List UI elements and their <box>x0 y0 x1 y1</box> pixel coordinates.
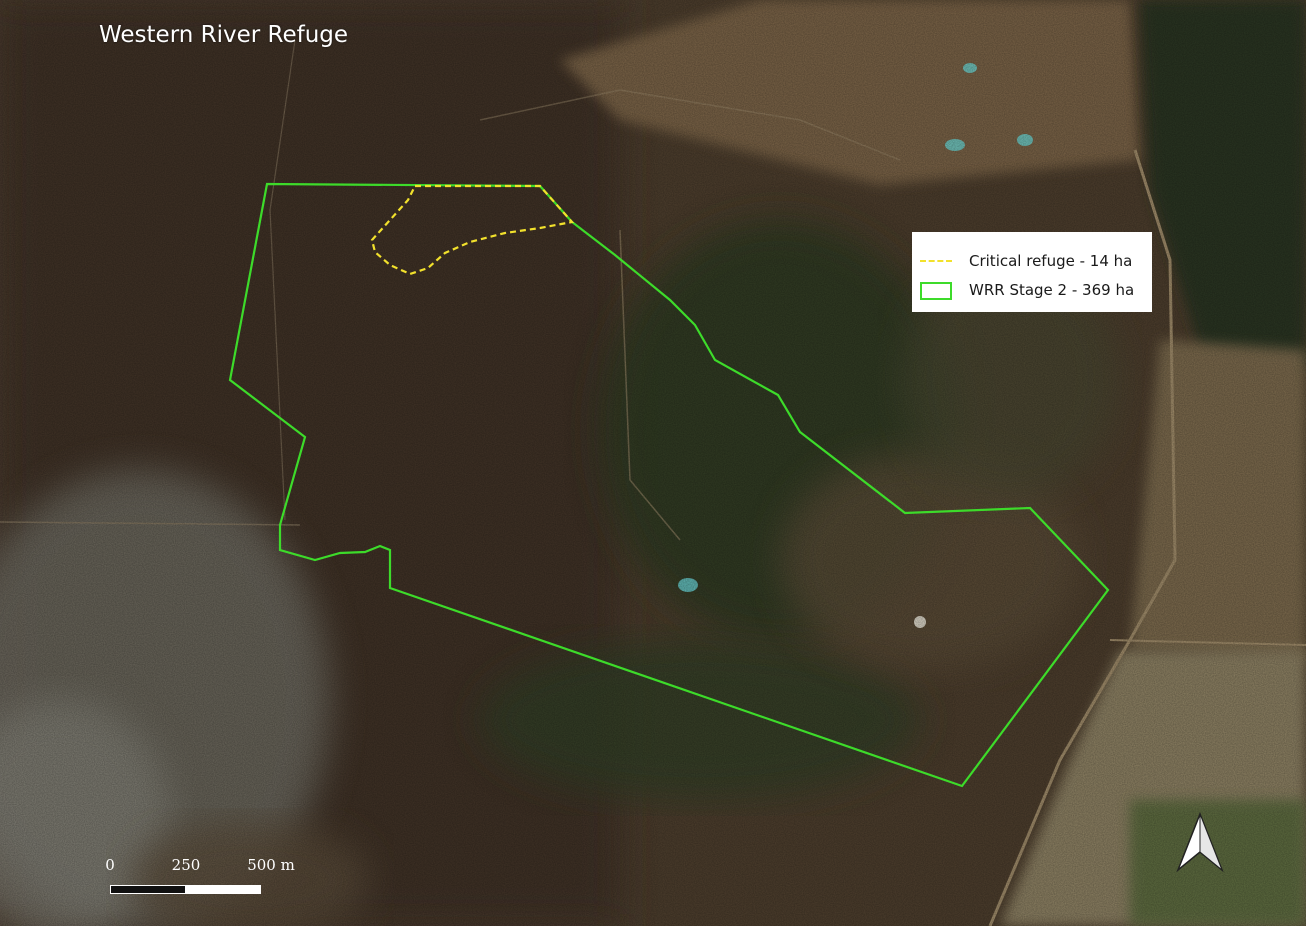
scale-label-250: 250 <box>171 856 201 874</box>
map-title: Western River Refuge <box>99 22 349 48</box>
legend: Critical refuge - 14 ha WRR Stage 2 - 36… <box>912 232 1152 312</box>
outline-box-icon <box>920 281 954 300</box>
scale-segment-light <box>186 885 261 894</box>
dashed-line-icon <box>920 253 954 269</box>
legend-item-critical-refuge: Critical refuge - 14 ha <box>920 246 1152 275</box>
scale-bar: 0 250 500 m <box>105 856 308 902</box>
north-arrow-icon <box>1176 812 1224 873</box>
scale-segment-dark <box>110 885 186 894</box>
critical-refuge-boundary[interactable] <box>370 184 575 276</box>
scale-label-0: 0 <box>105 856 115 874</box>
legend-item-wrr-stage-2: WRR Stage 2 - 369 ha <box>920 275 1152 304</box>
legend-label: WRR Stage 2 - 369 ha <box>969 280 1135 299</box>
wrr-stage-2-boundary[interactable] <box>228 182 1110 788</box>
legend-label: Critical refuge - 14 ha <box>969 251 1133 270</box>
scale-label-500: 500 m <box>247 856 295 874</box>
